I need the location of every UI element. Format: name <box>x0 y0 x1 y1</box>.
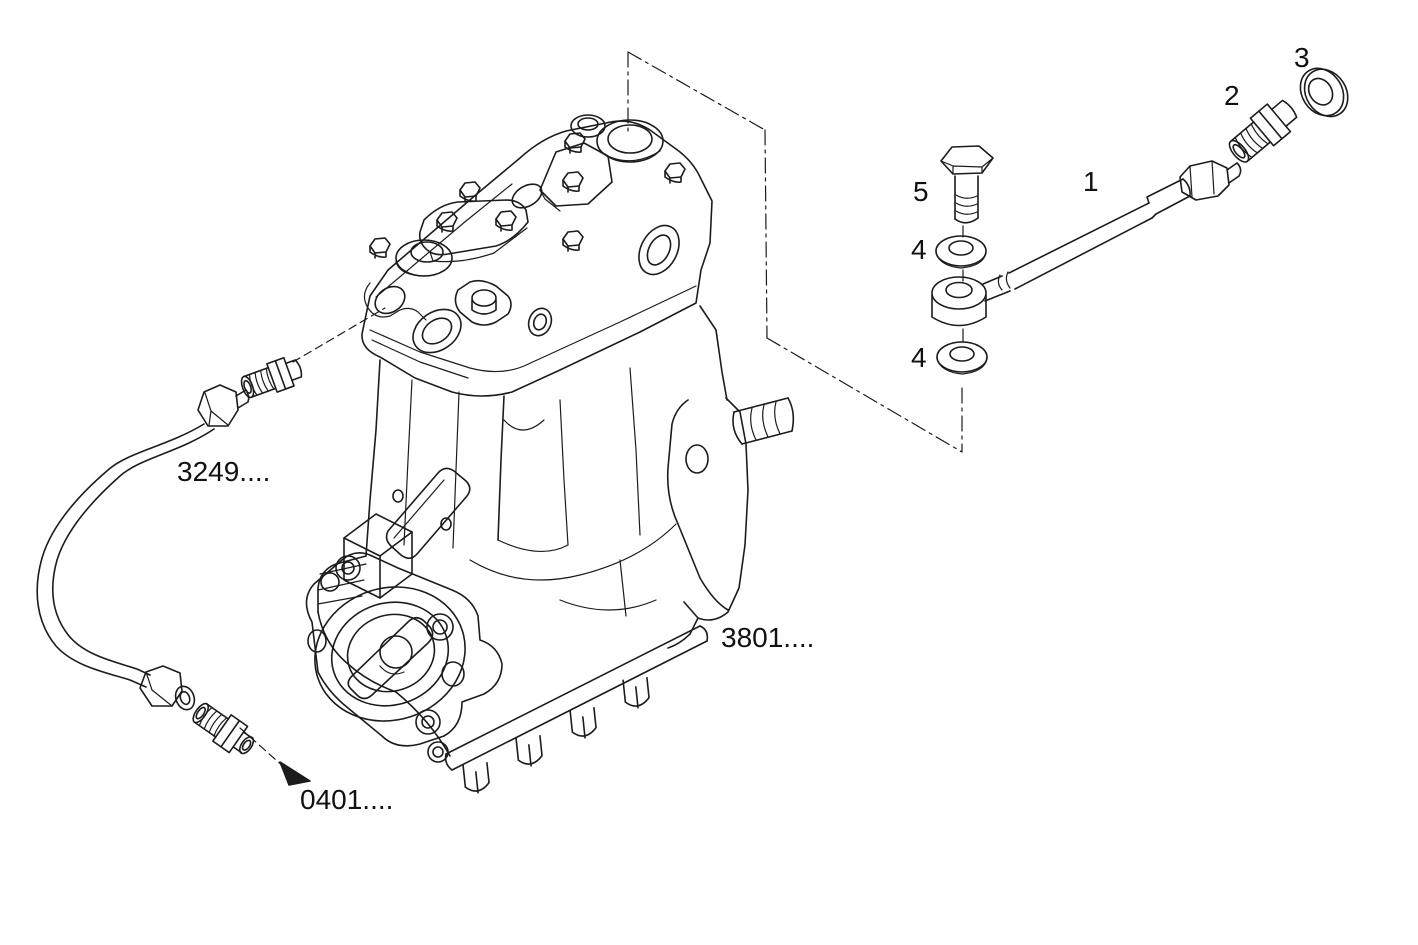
outlet-stub <box>732 397 795 445</box>
front-flange <box>305 552 503 763</box>
callout-part-3: 3 <box>1294 42 1310 73</box>
seal-washer-4-lower <box>936 341 988 375</box>
ref-label-3801: 3801.... <box>721 622 815 653</box>
delivery-pipe-1 <box>931 160 1242 327</box>
connector-fitting-0401 <box>192 702 255 755</box>
callout-part-2: 2 <box>1224 80 1240 111</box>
union-fitting-2 <box>1228 99 1298 163</box>
callout-part-4-lower: 4 <box>911 342 927 373</box>
cylinder-head <box>361 114 713 397</box>
mounting-base <box>444 625 709 795</box>
pipe-3249-drawing <box>36 356 303 755</box>
callout-part-1: 1 <box>1083 166 1099 197</box>
pipe-nut-lower <box>139 665 196 711</box>
seal-washer-4-upper <box>935 235 987 269</box>
ref-label-3249: 3249.... <box>177 456 271 487</box>
callout-part-4-upper: 4 <box>911 234 927 265</box>
callout-part-5: 5 <box>913 176 929 207</box>
hollow-screw-5 <box>940 145 994 224</box>
pipe-nut-upper <box>197 384 250 427</box>
ref-label-0401: 0401.... <box>300 784 394 815</box>
mounting-bracket <box>343 467 471 599</box>
seal-ring-3 <box>1299 67 1349 118</box>
banjo-union-group <box>931 67 1349 375</box>
direction-arrow-icon <box>279 761 311 786</box>
union-fitting-small <box>240 356 303 399</box>
compressor-drawing <box>305 114 795 795</box>
cylinder-block <box>317 305 795 757</box>
